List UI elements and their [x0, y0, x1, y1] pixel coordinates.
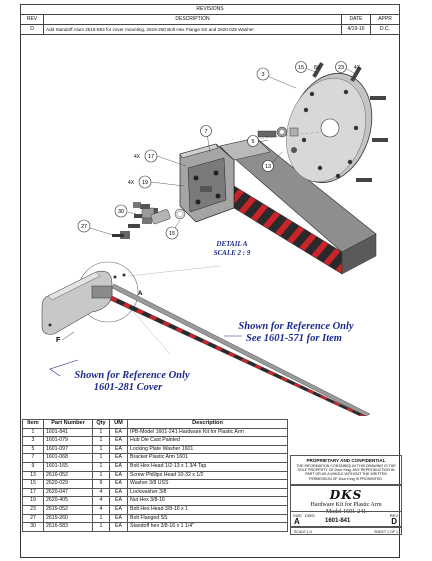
balloons: 3 15 8X 23 4X 7 5 13 17 4X 19 4X 30 15 2… [77, 61, 361, 240]
qty-4x-19: 4X [128, 180, 135, 186]
balloon-23-label: 23 [338, 65, 344, 71]
rev-label: REV [389, 513, 398, 518]
revision-approver: D.C. [370, 24, 400, 35]
note-item-line-2: See 1601-571 for Item [246, 333, 342, 344]
revisions-table: REVISIONS REV DESCRIPTION DATE APPR D Ad… [20, 4, 400, 35]
balloon-15-bottom-label: 15 [169, 231, 175, 237]
scale-sheet-block: SCALE 1:4 SHEET 1 OF 1 [290, 527, 402, 535]
description-header: DESCRIPTION [43, 14, 342, 25]
balloon-15-top [295, 61, 307, 73]
dwg-label: DWG [305, 513, 315, 518]
drawing-title-2: Model 1601-241 [325, 509, 367, 515]
balloon-7-label: 7 [204, 129, 207, 135]
balloon-13 [262, 160, 274, 172]
lower-hardware [112, 202, 186, 239]
note-item-line-1: Shown for Reference Only [238, 321, 354, 332]
center-bolt-assembly [245, 126, 321, 153]
leader-lines [89, 67, 357, 237]
proprietary-text: THE INFORMATION CONTAINED IN THIS DRAWIN… [296, 464, 396, 481]
drawing-number-block: SIZE A DWG 1601-841 REV D [290, 511, 402, 527]
balloon-7 [200, 125, 212, 137]
hub-disc [286, 72, 373, 184]
balloon-15-top-label: 15 [298, 65, 304, 71]
bom-header-qty: Qty [92, 419, 110, 429]
balloon-23 [335, 61, 347, 73]
bom-header-um: UM [109, 419, 128, 429]
detail-title: DETAIL A [215, 240, 248, 248]
revision-letter: D [20, 24, 44, 35]
revisions-title: REVISIONS [20, 4, 400, 15]
detail-scale: SCALE 2 : 9 [214, 249, 251, 257]
bom-header-item: Item [22, 419, 44, 429]
size-value: A [294, 517, 300, 526]
balloon-30 [114, 204, 128, 218]
proprietary-heading: PROPRIETARY AND CONFIDENTIAL [306, 458, 386, 463]
balloon-19 [138, 175, 152, 189]
qty-4x-23: 4X [354, 65, 361, 71]
balloon-17-label: 17 [148, 154, 154, 160]
balloon-3 [256, 67, 270, 81]
revision-description: Add Standoff Alum 2616-583 for cover mou… [43, 24, 342, 35]
balloon-27 [77, 219, 91, 233]
balloon-27-label: 27 [81, 224, 87, 230]
bom-header-part: Part Number [43, 419, 93, 429]
balloon-13-label: 13 [265, 164, 271, 170]
balloon-30-label: 30 [118, 209, 124, 215]
scale-label: SCALE 1:4 [294, 530, 312, 534]
balloon-5 [247, 135, 259, 147]
balloon-5-label: 5 [251, 139, 254, 145]
rev-value: D [391, 517, 397, 526]
drawing-title-1: Hardware Kit for Plastic Arm [310, 502, 382, 508]
note-cover-line-1: Shown for Reference Only [74, 370, 190, 381]
revision-date: 4/19-16 [341, 24, 371, 35]
qty-8x: 8X [314, 65, 321, 71]
balloon-15-bottom [165, 226, 179, 240]
assembly-drawing: 3 15 8X 23 4X 7 5 13 17 4X 19 4X 30 15 2… [41, 61, 388, 416]
date-header: DATE [341, 14, 371, 25]
company-logo: DKS [329, 488, 363, 502]
balloon-17 [144, 149, 158, 163]
appr-header: APPR [370, 14, 400, 25]
sheet-label: SHEET 1 OF 1 [374, 530, 398, 534]
balloon-19-label: 19 [142, 180, 148, 186]
size-label: SIZE [293, 513, 302, 518]
rev-header: REV [20, 14, 44, 25]
view-label-a: A [138, 291, 143, 297]
note-cover-line-2: 1601-281 Cover [94, 382, 163, 393]
arm-overview [41, 261, 371, 416]
balloon-3-label: 3 [261, 72, 264, 78]
bracket [179, 143, 235, 223]
part-number: 1601-841 [325, 518, 351, 524]
bom-header-desc: Description [127, 419, 288, 429]
qty-4x-17: 4X [134, 154, 141, 160]
view-label-f: F [56, 337, 61, 344]
proprietary-notice: PROPRIETARY AND CONFIDENTIAL THE INFORMA… [290, 455, 402, 485]
